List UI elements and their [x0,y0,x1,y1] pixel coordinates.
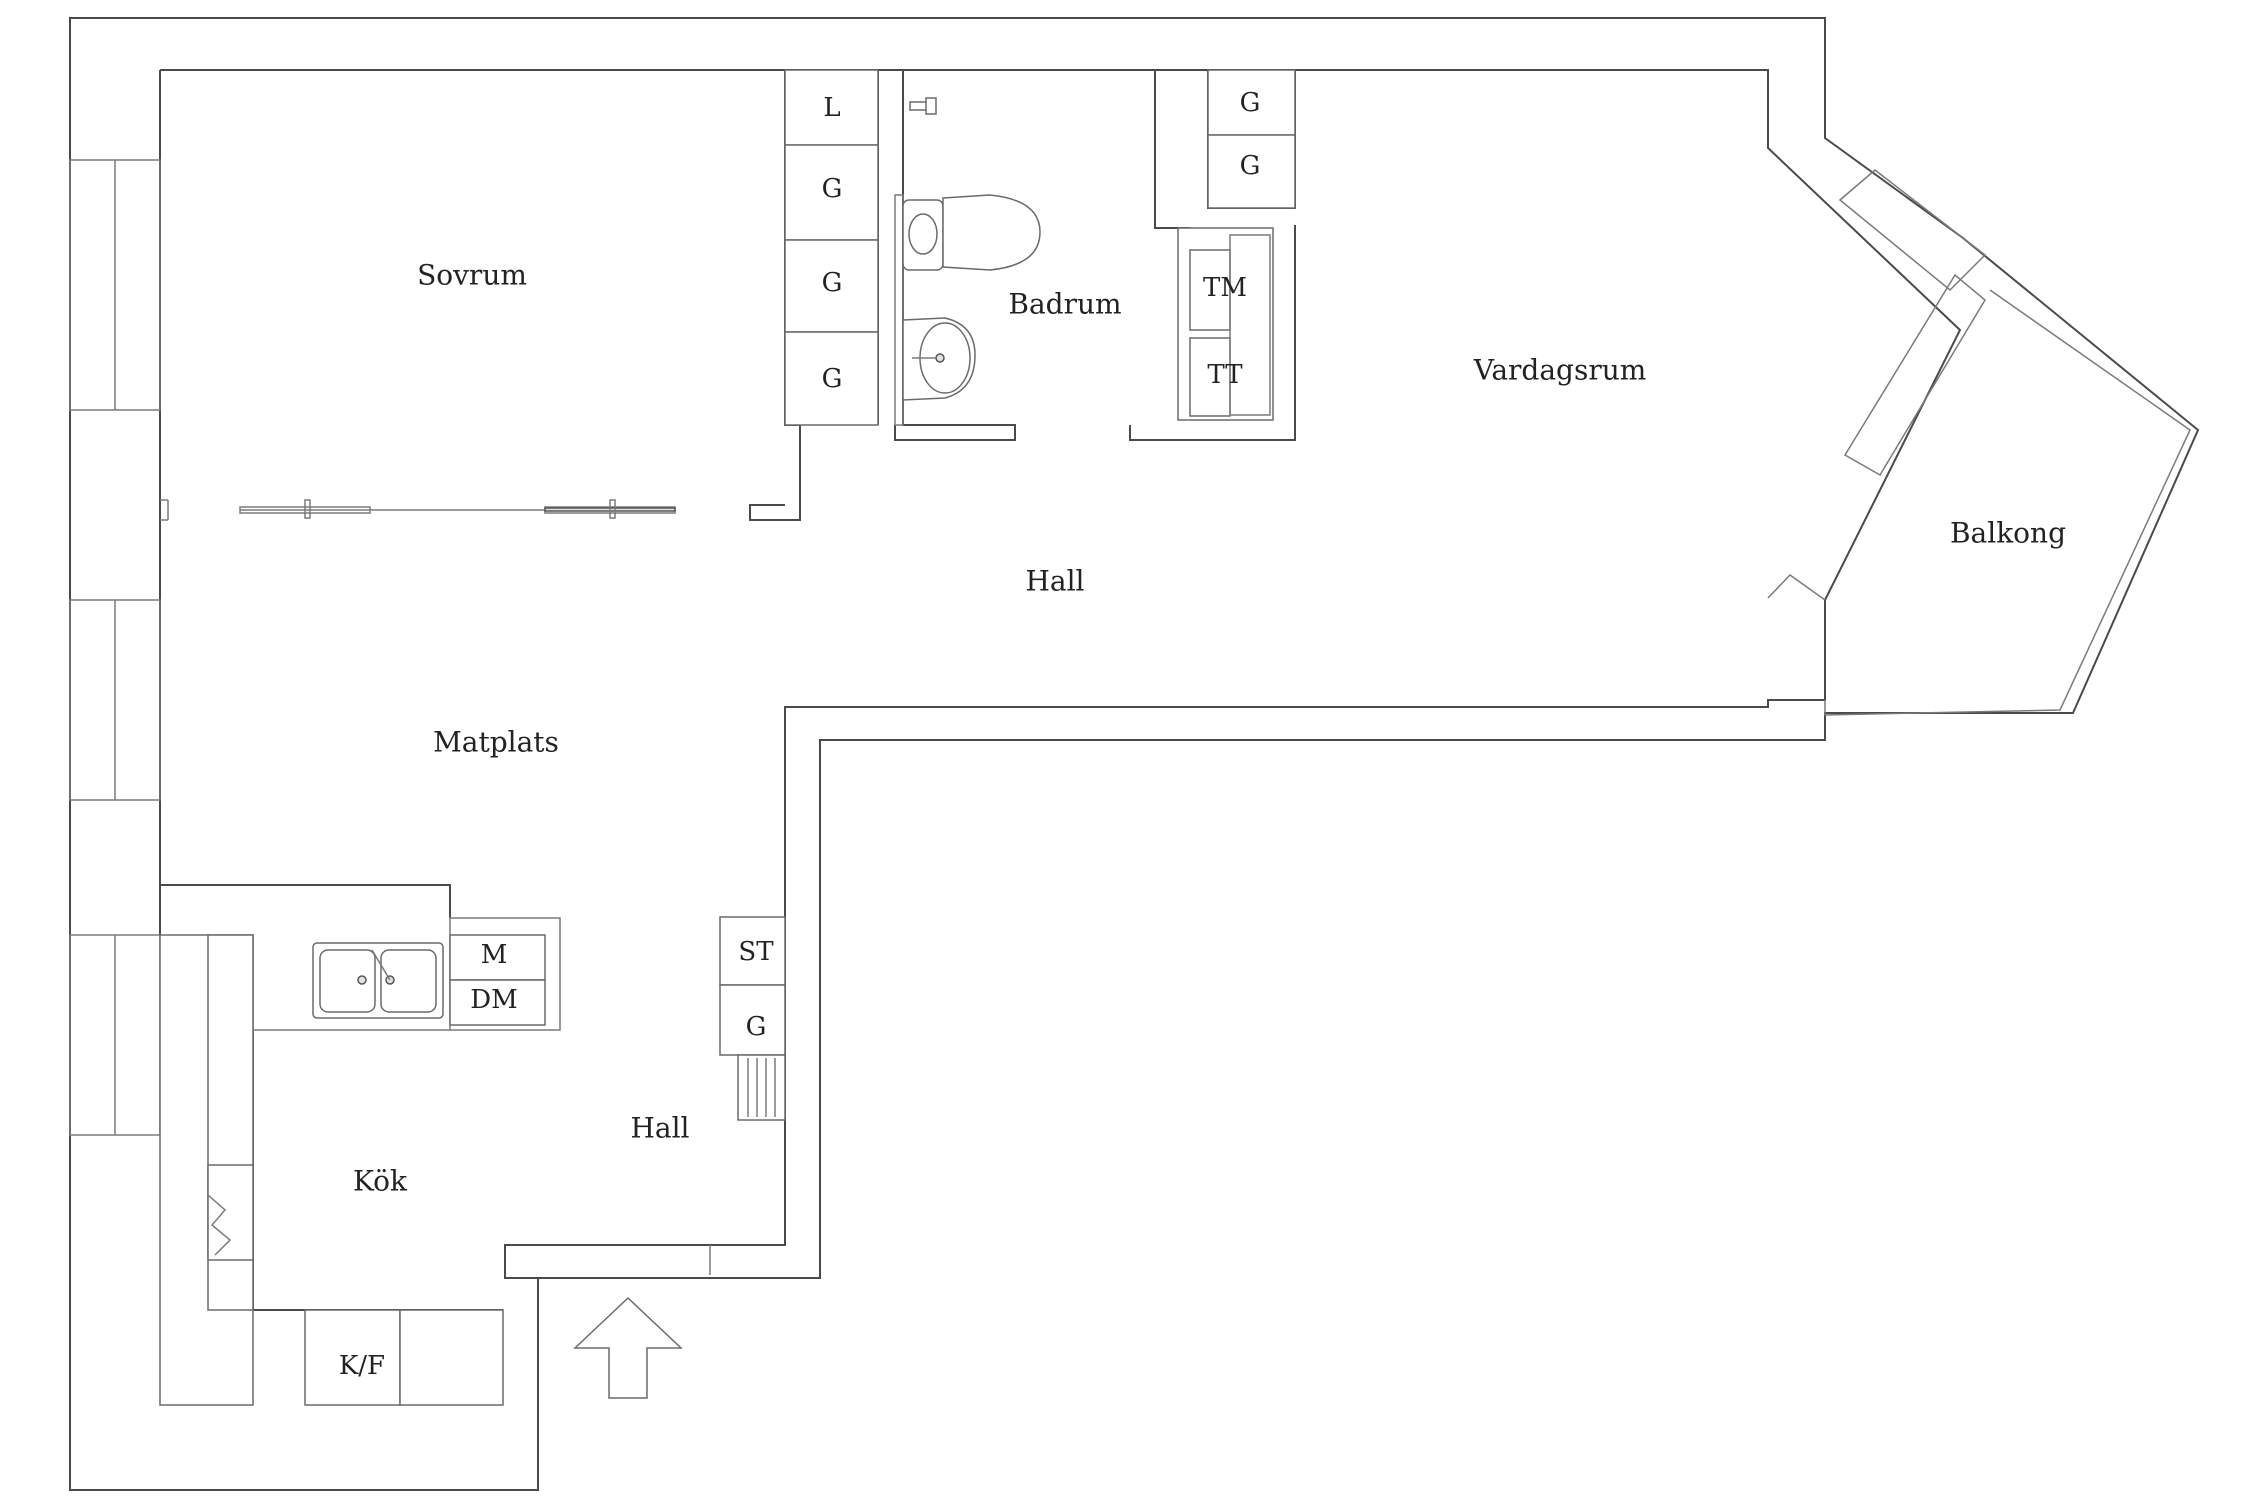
fixture-label-microwave: M [481,940,508,970]
interior-walls [159,70,1296,1311]
bathroom-fixtures [894,69,1296,426]
outer-walls [69,17,2200,1491]
fixture-label-wardrobe: G [1240,151,1261,181]
fixture-label-wardrobe: G [746,1012,767,1042]
room-label-matplats: Matplats [433,726,559,759]
fixture-label-wardrobe: G [822,174,843,204]
fixture-label-hall-cabinet: ST [738,937,774,967]
kitchen-fixtures [159,917,561,1406]
fixture-label-washer: TM [1203,273,1247,303]
entrance-arrow-icon [573,1296,683,1399]
fireplace-icon [207,1164,254,1261]
shower-valve-icon [909,97,937,115]
room-label-hall-lower: Hall [630,1112,689,1145]
sink-icon [902,317,976,401]
fixture-label-dryer: TT [1207,360,1243,390]
fixture-label-dishwasher: DM [470,985,517,1015]
hall-cabinets [709,916,786,1275]
fixture-label-linen: L [823,93,840,123]
toilet-icon [902,194,1041,271]
room-label-sovrum: Sovrum [417,259,527,292]
fixture-label-fridge-freezer: K/F [339,1351,385,1381]
bedroom-wardrobes [784,69,879,426]
room-label-badrum: Badrum [1008,288,1121,321]
kitchen-sink-icon [312,942,444,1019]
fixture-label-wardrobe: G [1240,88,1261,118]
room-label-hall-upper: Hall [1025,565,1084,598]
room-label-vardagsrum: Vardagsrum [1473,354,1647,387]
fixture-label-wardrobe: G [822,268,843,298]
fixture-label-wardrobe: G [822,364,843,394]
radiator-icon [737,1054,786,1121]
room-label-kok: Kök [353,1165,408,1198]
room-label-balkong: Balkong [1950,517,2066,550]
